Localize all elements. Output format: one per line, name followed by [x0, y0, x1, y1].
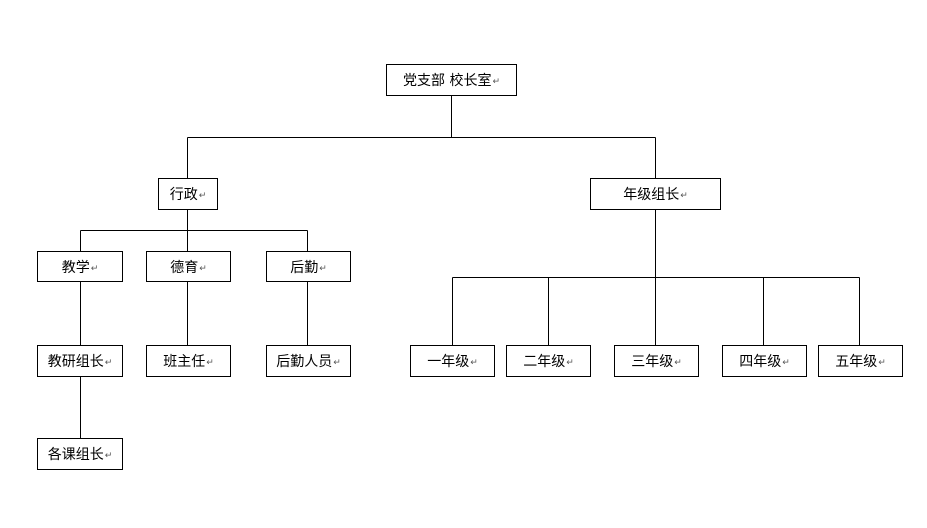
return-mark-icon: ↵ [566, 358, 574, 368]
return-mark-icon: ↵ [199, 263, 207, 274]
department-node-teaching: 教学 ↵ [37, 251, 123, 282]
class-teacher-node: 班主任 ↵ [146, 345, 231, 377]
return-mark-icon: ↵ [680, 191, 688, 201]
department-node-logistics: 后勤 ↵ [266, 251, 351, 282]
return-mark-icon: ↵ [104, 451, 113, 461]
grade-label: 一年级 [427, 354, 470, 370]
grade-node-1: 一年级 ↵ [410, 345, 495, 377]
grade-node-3: 三年级 ↵ [614, 345, 699, 377]
department-label: 德育 [170, 259, 199, 276]
teaching-research-leader-node: 教研组长 ↵ [37, 345, 123, 377]
grade-label: 二年级 [523, 354, 566, 370]
return-mark-icon: ↵ [319, 263, 327, 274]
logistics-staff-node: 后勤人员 ↵ [266, 345, 351, 377]
return-mark-icon: ↵ [198, 191, 207, 201]
department-label: 后勤 [290, 259, 319, 276]
return-mark-icon: ↵ [470, 358, 478, 368]
department-label: 教学 [61, 259, 90, 276]
grade-leader-node: 年级组长 ↵ [590, 178, 721, 210]
return-mark-icon: ↵ [90, 263, 99, 274]
child-label: 后勤人员 [276, 354, 333, 370]
department-node-moral: 德育 ↵ [146, 251, 231, 282]
grade-label: 四年级 [739, 354, 782, 370]
subject-leader-node: 各课组长 ↵ [37, 438, 123, 470]
return-mark-icon: ↵ [674, 358, 682, 368]
return-mark-icon: ↵ [206, 358, 214, 368]
return-mark-icon: ↵ [333, 358, 341, 368]
return-mark-icon: ↵ [782, 358, 790, 368]
grade-leader-label: 年级组长 [623, 187, 680, 203]
root-node: 党支部 校长室 ↵ [386, 64, 517, 96]
child-label: 班主任 [163, 354, 206, 370]
grade-node-2: 二年级 ↵ [506, 345, 591, 377]
grade-label: 三年级 [631, 354, 674, 370]
child-label: 教研组长 [47, 354, 104, 370]
root-label: 党支部 校长室 [403, 73, 492, 89]
grade-node-5: 五年级 ↵ [818, 345, 903, 377]
return-mark-icon: ↵ [878, 358, 886, 368]
subject-leader-label: 各课组长 [47, 447, 104, 463]
return-mark-icon: ↵ [492, 77, 500, 87]
admin-label: 行政 [169, 187, 198, 203]
return-mark-icon: ↵ [104, 358, 113, 368]
grade-label: 五年级 [835, 354, 878, 370]
grade-node-4: 四年级 ↵ [722, 345, 807, 377]
admin-node: 行政 ↵ [158, 178, 218, 210]
